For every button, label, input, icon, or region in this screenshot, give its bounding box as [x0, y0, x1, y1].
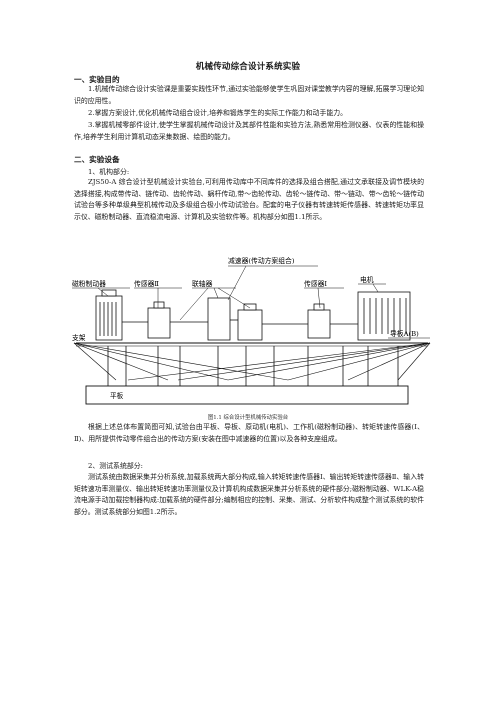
section-heading-purpose: 一、实验目的 — [74, 75, 120, 84]
purpose-paragraph-1: 1.机械传动综合设计实验课是重要实践性环节,通过实验能够使学生巩固对课堂教学内容… — [74, 85, 424, 105]
sensor-2-label: 传感器Ⅱ — [134, 279, 159, 288]
mechanism-paragraph: ZJS50-A 综合设计型机械设计实验台,可利用传动库中不同库件的选择及组合搭配… — [74, 178, 424, 221]
layout-description-paragraph: 根据上述总体布置简图可知,试验台由平板、导板、原动机(电机)、工作机(磁粉制动器… — [74, 423, 424, 443]
reducer-body — [170, 297, 308, 341]
sensor-1-label: 传感器Ⅰ — [304, 279, 327, 288]
sensor-1-body — [307, 303, 358, 339]
subheading-mechanism: 1、机构部分: — [88, 168, 130, 176]
purpose-paragraph-3: 3.掌握机械零部件设计,使学生掌握机械传动设计及其部件性能和实验方法,熟悉常用检… — [74, 121, 424, 141]
plate-label: 平板 — [110, 391, 124, 400]
page-title: 机械传动综合设计系统实验 — [195, 62, 301, 72]
guide-label: 导板A(B) — [390, 329, 419, 338]
sensor-2-body — [122, 301, 171, 339]
motor-body — [357, 291, 411, 341]
figure-caption: 图1.1 综合设计型机械传动实验台 — [207, 415, 289, 421]
coupling-label: 联轴器 — [192, 279, 213, 288]
section-heading-equipment: 二、实验设备 — [74, 155, 120, 164]
subheading-test-system: 2、测试系统部分: — [88, 462, 143, 470]
label-leaders — [72, 265, 430, 339]
leader-lines — [73, 342, 431, 381]
brake-body — [95, 289, 123, 341]
support-legs — [107, 346, 399, 386]
test-bench-diagram: 平板 — [72, 256, 431, 405]
motor-label: 电机 — [360, 275, 374, 284]
support-label: 支架 — [72, 333, 86, 342]
brake-label: 磁粉制动器 — [72, 279, 106, 288]
reducer-label: 减速器(传动方案组合) — [228, 256, 295, 265]
plate-outline — [85, 385, 409, 405]
test-system-paragraph: 测试系统由数据采集并分析系统,加载系统两大部分构成,输入转矩转速传感器Ⅰ、输出转… — [74, 473, 424, 516]
purpose-paragraph-2: 2.掌握方案设计,优化机械传动组合设计,培养和锻炼学生的实际工作能力和动手能力。 — [88, 109, 348, 117]
